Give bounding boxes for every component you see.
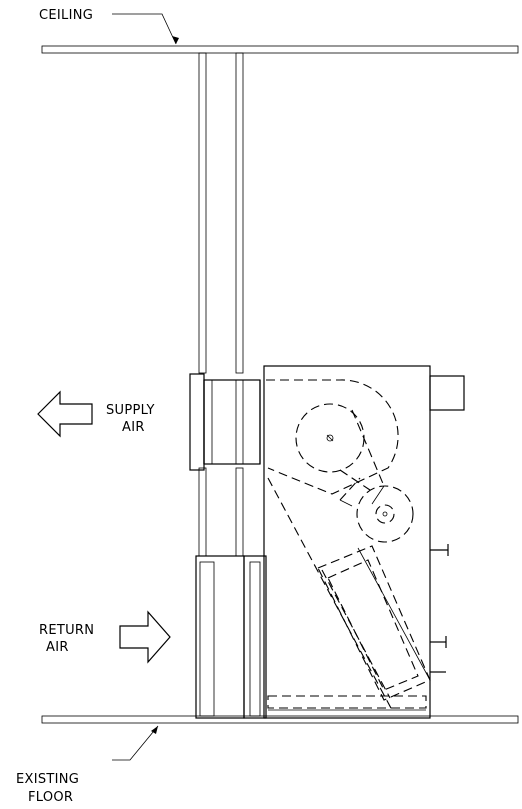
floor-label-line1: EXISTING xyxy=(16,772,79,787)
filter-coil xyxy=(267,477,431,711)
return-label-line1: RETURN xyxy=(39,623,94,638)
motor-assembly xyxy=(339,409,414,543)
supply-label-line1: SUPPLY xyxy=(106,403,155,418)
floor-leader xyxy=(112,725,159,761)
arrow-right-icon xyxy=(119,610,171,664)
motor-icon xyxy=(356,485,414,543)
blower-housing xyxy=(266,379,399,495)
supply-grille xyxy=(189,373,261,471)
floor-label-line2: FLOOR xyxy=(28,790,73,805)
return-grille xyxy=(195,555,267,719)
ceiling-leader xyxy=(112,13,179,45)
ceiling-slab xyxy=(41,45,519,54)
supply-label-line2: AIR xyxy=(122,420,145,435)
return-label-line2: AIR xyxy=(46,640,69,655)
arrow-left-icon xyxy=(37,390,93,438)
partition-wall xyxy=(198,52,244,557)
floor-slab xyxy=(41,715,519,724)
ceiling-label: CEILING xyxy=(39,8,93,23)
drain-pan xyxy=(267,695,427,711)
air-handler-cabinet xyxy=(263,365,465,719)
